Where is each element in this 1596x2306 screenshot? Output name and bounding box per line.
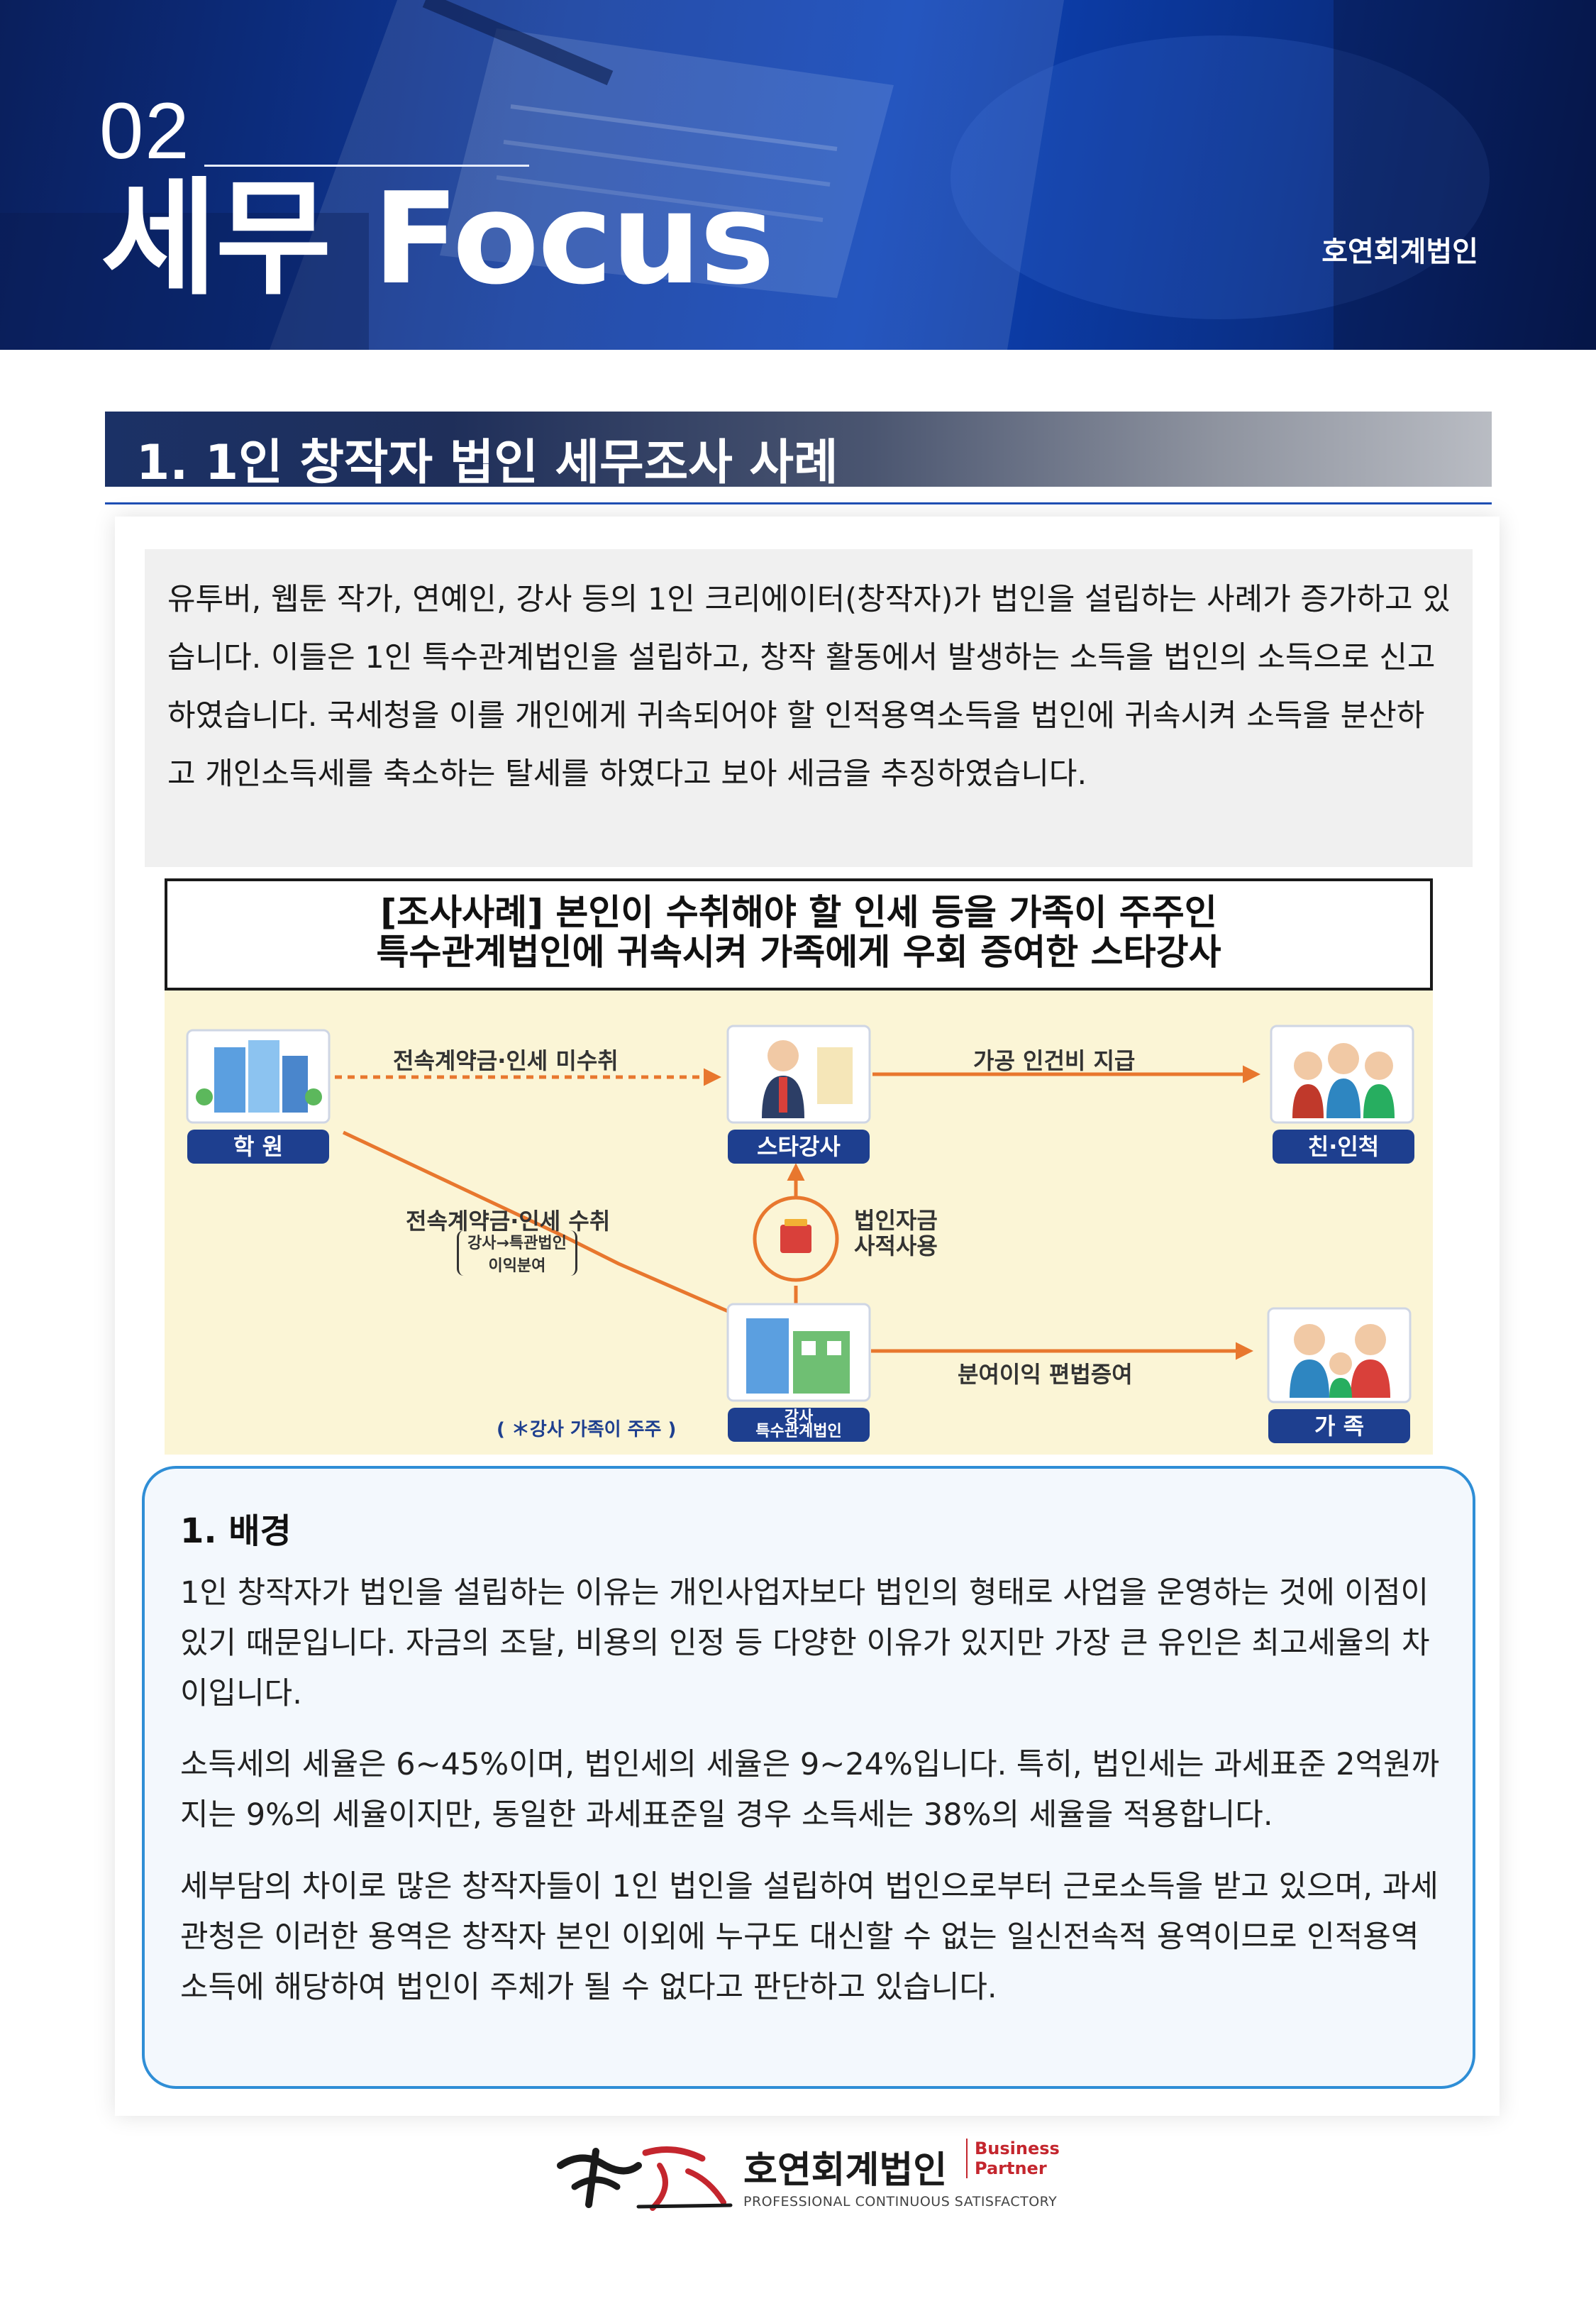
background-paragraph-2: 소득세의 세율은 6~45%이며, 법인세의 세율은 9~24%입니다. 특히,… [180, 1747, 1440, 1833]
section-divider [105, 502, 1492, 504]
business-partner-badge: Business Partner [966, 2139, 1060, 2178]
banner-title: 세무 Focus [101, 165, 775, 312]
edge-sublabel-1: 강사→특관법인 [467, 1235, 567, 1252]
section-heading: 1. 1인 창작자 법인 세무조사 사례 [105, 412, 1492, 491]
node-special-corporation: 강사 특수관계법인 [728, 1408, 870, 1442]
intro-text: 유투버, 웹툰 작가, 연예인, 강사 등의 1인 크리에이터(창작자)가 법인… [167, 582, 1451, 792]
background-paragraph-1: 1인 창작자가 법인을 설립하는 이유는 개인사업자보다 법인의 형태로 사업을… [180, 1575, 1430, 1711]
case-title-line-2: 특수관계법인에 귀속시켜 가족에게 우회 증여한 스타강사 [376, 932, 1221, 973]
edge-label-private-use: 법인자금 사적사용 [854, 1208, 938, 1259]
badge-line-2: Partner [975, 2158, 1047, 2178]
node-family: 가 족 [1268, 1409, 1410, 1443]
issue-underline [204, 165, 529, 167]
badge-line-1: Business [975, 2139, 1060, 2158]
section-title: 1. 1인 창작자 법인 세무조사 사례 [136, 435, 838, 491]
edge-sublabel-2: 이익분여 [488, 1257, 546, 1275]
banner-firm-name: 호연회계법인 [1321, 236, 1478, 268]
node-relatives: 친·인척 [1273, 1130, 1414, 1164]
edge-label-profit-transfer: 강사→특관법인 이익분여 [457, 1230, 577, 1276]
academy-building-icon [186, 1029, 331, 1124]
intro-box: 유투버, 웹툰 작가, 연예인, 강사 등의 1인 크리에이터(창작자)가 법인… [145, 549, 1473, 867]
edge-label-unpaid: 전속계약금·인세 미수취 [393, 1047, 619, 1074]
footer-firm-name: 호연회계법인 [743, 2149, 948, 2192]
header-banner: 02 세무 Focus 호연회계법인 [0, 0, 1596, 350]
background-title: 1. 배경 [180, 1511, 292, 1551]
private-use-line-1: 법인자금 [854, 1207, 938, 1234]
node-corp-line-1: 강사 [784, 1408, 814, 1426]
calligraphy-logo-icon [557, 2146, 733, 2211]
private-use-line-2: 사적사용 [854, 1232, 938, 1259]
corporation-building-icon [726, 1303, 871, 1402]
edge-label-paid: 전속계약금·인세 수취 [406, 1208, 611, 1235]
family-group-icon [1267, 1307, 1412, 1403]
footer-logo: 호연회계법인 Business Partner PROFESSIONAL CON… [553, 2133, 1060, 2218]
edge-label-fake-salary: 가공 인건비 지급 [973, 1047, 1136, 1074]
footer-tagline: PROFESSIONAL CONTINUOUS SATISFACTORY [743, 2194, 1058, 2210]
issue-number: 02 [99, 87, 191, 175]
edge-label-gift: 분여이익 편법증여 [958, 1361, 1133, 1388]
background-section: 1. 배경 1인 창작자가 법인을 설립하는 이유는 개인사업자보다 법인의 형… [142, 1466, 1475, 2089]
case-title-box: [조사사례] 본인이 수취해야 할 인세 등을 가족이 주주인 특수관계법인에 … [165, 878, 1433, 991]
case-title-line-1: [조사사례] 본인이 수취해야 할 인세 등을 가족이 주주인 [380, 892, 1217, 933]
node-star-lecturer: 스타강사 [728, 1130, 870, 1164]
banner-photo [0, 0, 1596, 350]
background-paragraph-3: 세부담의 차이로 많은 창작자들이 1인 법인을 설립하여 법인으로부터 근로소… [180, 1869, 1439, 2005]
diagram-graphics [186, 1025, 1414, 1403]
relatives-group-icon [1270, 1025, 1414, 1124]
node-academy: 학 원 [187, 1130, 329, 1164]
shareholder-note: ( ＊강사 가족이 주주 ) [497, 1419, 677, 1440]
case-diagram: 학 원 스타강사 친·인척 강사 특수관계법인 가 족 전속계약금·인세 미수취… [165, 991, 1433, 1455]
node-corp-line-2: 특수관계법인 [755, 1423, 842, 1440]
star-lecturer-icon [726, 1025, 871, 1124]
